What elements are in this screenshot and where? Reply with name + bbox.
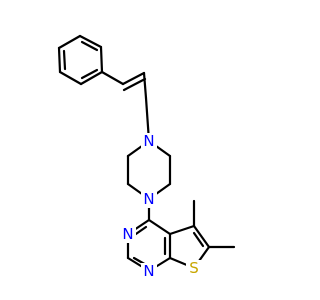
bond-vinyl-double: [122, 77, 147, 92]
bond-vinyl-ch2: [142, 71, 148, 100]
bond-thio-c4a-c5: [168, 224, 196, 236]
atom-s-thiophene-label: S: [189, 259, 199, 277]
bond-phenyl-6: [57, 34, 82, 50]
bond-phenyl-5: [57, 46, 62, 74]
bond-phenyl-double-c: [62, 49, 67, 71]
molecule-structure: N N N N S: [57, 34, 236, 280]
bond-phenyl-double-b: [80, 68, 99, 80]
bond-phenyl-2: [99, 45, 104, 74]
atom-n-pyrimidine-upper-label: N: [122, 225, 133, 243]
bond-pyr-c4a-c4: [147, 218, 172, 236]
bond-phenyl-vinyl: [100, 70, 125, 86]
bond-thio-double: [192, 231, 205, 248]
bond-phenyl-3: [79, 70, 104, 86]
atom-n-pyrimidine-lower-label: N: [143, 262, 154, 280]
atom-s-thiophene: S: [186, 259, 202, 277]
atom-n-piperazine-bottom-label: N: [143, 190, 154, 208]
atom-n-piperazine-bottom: N: [141, 190, 157, 208]
atom-n-piperazine-top: N: [141, 132, 157, 150]
atom-n-pyrimidine-lower: N: [141, 262, 157, 280]
bond-phenyl-4: [58, 70, 83, 86]
atom-n-piperazine-top-label: N: [143, 132, 154, 150]
bond-phenyl-double-a: [80, 40, 99, 52]
bond-vinyl: [121, 71, 146, 86]
atom-n-pyrimidine-upper: N: [120, 225, 136, 243]
bond-thio-c5-c6: [192, 224, 211, 249]
bonds: [57, 34, 236, 273]
bond-phenyl-1: [78, 34, 103, 49]
atom-labels: N N N N S: [120, 132, 202, 280]
